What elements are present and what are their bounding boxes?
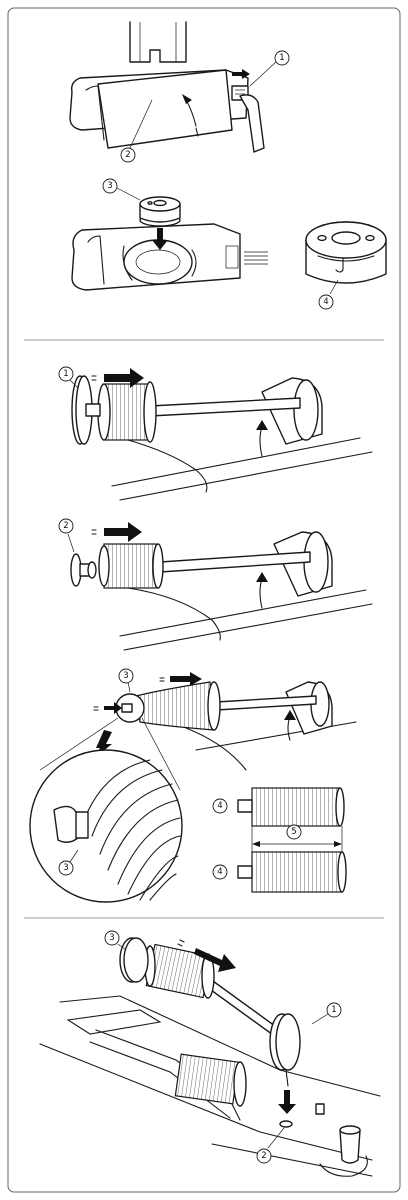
thread-spool <box>104 544 156 588</box>
panel-second-spool-pin: 3 1 2 <box>40 931 380 1176</box>
callout-3: 3 <box>119 669 133 683</box>
svg-text:4: 4 <box>217 801 222 811</box>
callout-2: 2 <box>121 148 135 162</box>
svg-text:2: 2 <box>261 1151 266 1161</box>
spool-compare-bottom <box>252 852 342 892</box>
callout-1: 1 <box>59 367 73 381</box>
callout-3: 3 <box>105 931 119 945</box>
callout-4a: 4 <box>213 799 227 813</box>
spool-compare-top <box>252 788 340 826</box>
pin-hole <box>280 1121 292 1127</box>
svg-text:3: 3 <box>123 671 128 681</box>
svg-text:3: 3 <box>109 933 114 943</box>
svg-text:1: 1 <box>63 369 68 379</box>
svg-text:1: 1 <box>331 1005 336 1015</box>
svg-text:1: 1 <box>279 53 284 63</box>
cone-spool <box>136 682 214 730</box>
svg-text:2: 2 <box>63 521 68 531</box>
magnified-view <box>30 750 182 902</box>
panel-small-spool-cap: 2 <box>59 519 372 650</box>
callout-2: 2 <box>257 1149 271 1163</box>
arrow-push-cap <box>104 522 142 542</box>
svg-text:3: 3 <box>63 863 68 873</box>
callout-1: 1 <box>275 51 289 65</box>
svg-text:4: 4 <box>323 297 328 307</box>
callout-4b: 4 <box>213 865 227 879</box>
arrow-insert-pin <box>278 1090 296 1114</box>
lower-spool <box>175 1054 238 1104</box>
svg-text:4: 4 <box>217 867 222 877</box>
callout-3: 3 <box>103 179 117 193</box>
bobbin-cover-plate <box>98 70 232 148</box>
svg-text:5: 5 <box>291 827 296 837</box>
callout-5: 5 <box>287 825 301 839</box>
svg-text:2: 2 <box>125 150 130 160</box>
thread-guide <box>340 1130 360 1163</box>
arrow-lift-pin <box>256 572 268 582</box>
callout-3b: 3 <box>59 861 73 875</box>
panel-spool-spacer: 3 3 4 4 5 <box>30 669 356 902</box>
presser-foot-shank <box>130 22 186 62</box>
callout-4: 4 <box>319 295 333 309</box>
arrow-lift-pin <box>256 420 268 430</box>
page-border <box>8 8 400 1192</box>
finger <box>240 95 264 152</box>
callout-2: 2 <box>59 519 73 533</box>
panel-bobbin-cover: 1 2 3 4 <box>70 22 386 309</box>
panel-large-spool-cap: 1 <box>59 367 372 500</box>
spool-spacer <box>122 704 132 712</box>
svg-text:3: 3 <box>107 181 112 191</box>
callout-1: 1 <box>327 1003 341 1017</box>
